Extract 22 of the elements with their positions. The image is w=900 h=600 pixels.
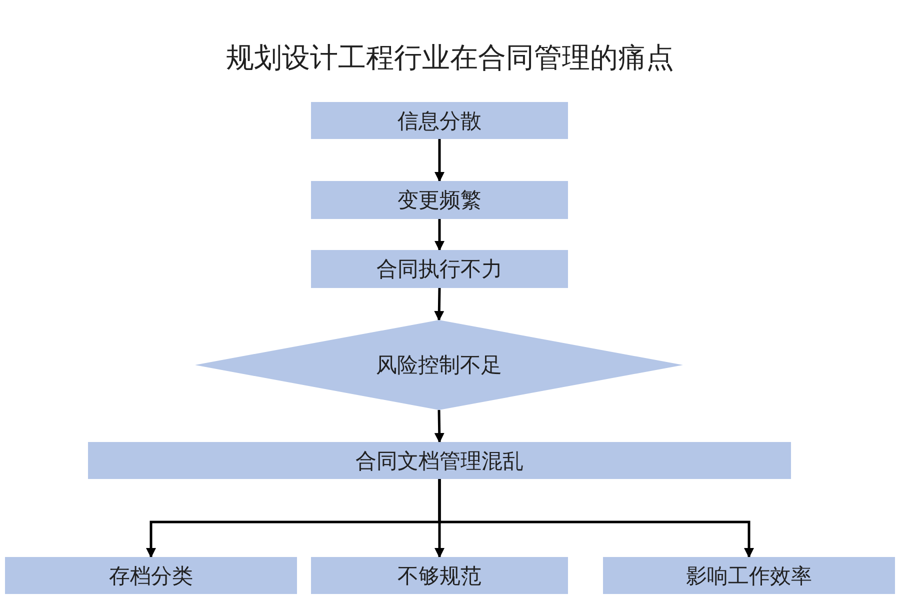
process-box [603,557,895,594]
process-box [311,557,568,594]
process-box [311,250,568,288]
node-label: 信息分散 [398,108,482,134]
node-label: 存档分类 [109,562,193,590]
arrow [434,139,444,182]
process-box [311,181,568,219]
arrow [434,288,444,321]
diagram-title: 规划设计工程行业在合同管理的痛点 [225,40,675,76]
arrow [434,219,444,251]
process-box [5,557,297,594]
node-label: 不够规范 [398,562,482,590]
node-label: 变更频繁 [398,187,482,214]
process-box [311,102,568,139]
node-label: 合同文档管理混乱 [356,448,524,474]
node-label: 合同执行不力 [376,256,502,283]
node-label: 风险控制不足 [376,352,502,379]
decision-diamond [195,320,683,410]
arrow [438,479,754,558]
process-box [88,442,791,479]
arrow [434,410,444,443]
node-label: 影响工作效率 [686,562,812,590]
